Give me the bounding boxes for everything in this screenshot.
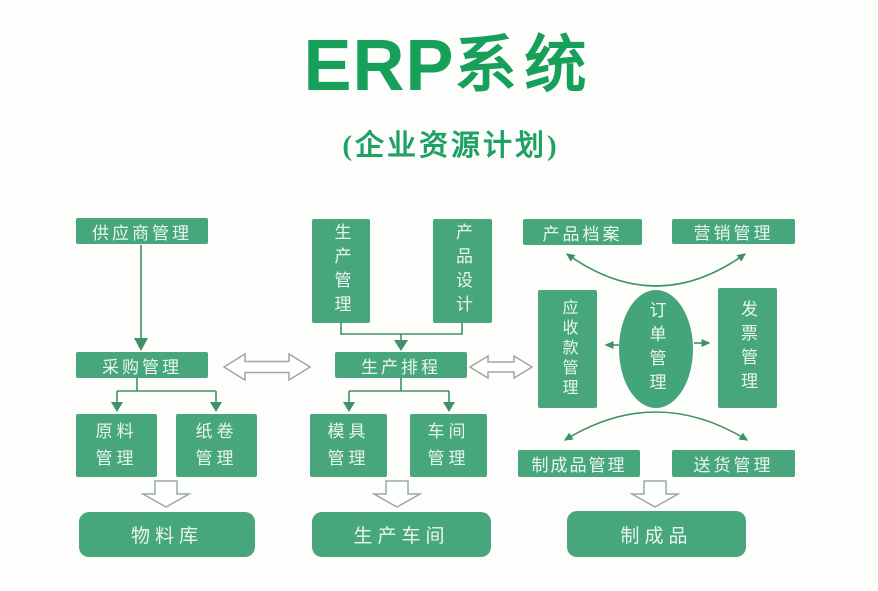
node-invoice-mgmt: 发票管理 <box>718 288 777 408</box>
arc-order-to-archive-and-marketing <box>565 253 747 287</box>
node-receivables-mgmt: 应收款管理 <box>538 290 597 408</box>
arc-order-to-finishedmgmt-and-delivery <box>563 411 749 441</box>
block-arrow-to-production-workshop <box>371 480 423 508</box>
node-order-mgmt: 订单管理 <box>619 290 693 408</box>
block-arrow-to-material-warehouse <box>140 480 192 508</box>
node-marketing-mgmt: 营销管理 <box>672 219 795 244</box>
title-erp: ERP <box>303 26 455 106</box>
node-raw-material-mgmt: 原料 管理 <box>76 414 157 477</box>
node-material-warehouse: 物料库 <box>79 512 255 557</box>
arrowhead-workshop <box>443 402 455 412</box>
paper-roll-line1: 纸卷 <box>195 422 238 442</box>
page-subtitle: (企业资源计划) <box>342 130 560 162</box>
node-delivery-mgmt: 送货管理 <box>672 450 795 477</box>
node-production-mgmt: 生产管理 <box>312 219 370 323</box>
node-finished-goods-mgmt: 制成品管理 <box>518 450 640 477</box>
paper-roll-line2: 管理 <box>195 448 238 468</box>
bracket-purchase-children <box>116 378 217 402</box>
block-arrow-to-finished-goods <box>629 480 681 508</box>
raw-material-line1: 原料 <box>95 422 138 442</box>
arrowhead-scheduling <box>394 340 408 351</box>
arrowhead-paper-roll <box>210 402 222 412</box>
arrowhead-purchase <box>134 338 148 351</box>
page-title: ERP系统 <box>10 30 878 102</box>
bracket-scheduling-children <box>348 378 450 402</box>
arrowhead-mold <box>343 402 355 412</box>
node-mold-mgmt: 模具 管理 <box>310 414 387 477</box>
title-system: 系统 <box>454 32 595 100</box>
node-product-design: 产品设计 <box>433 219 492 323</box>
double-arrow-purchase-scheduling <box>222 352 312 382</box>
node-purchase-mgmt: 采购管理 <box>76 352 208 378</box>
node-product-archive: 产品档案 <box>523 219 642 245</box>
node-paper-roll-mgmt: 纸卷 管理 <box>176 414 257 477</box>
node-finished-goods: 制成品 <box>567 511 746 557</box>
raw-material-line2: 管理 <box>95 448 138 468</box>
workshop-line1: 车间 <box>427 422 470 442</box>
workshop-line2: 管理 <box>427 448 470 468</box>
node-production-workshop: 生产车间 <box>312 512 491 557</box>
mold-line2: 管理 <box>327 448 370 468</box>
node-production-scheduling: 生产排程 <box>335 352 467 378</box>
arrowhead-raw-material <box>111 402 123 412</box>
node-supplier-mgmt: 供应商管理 <box>76 218 208 244</box>
bracket-to-scheduling <box>340 323 463 340</box>
double-arrow-scheduling-receivables <box>468 354 534 380</box>
mold-line1: 模具 <box>327 422 370 442</box>
node-workshop-mgmt: 车间 管理 <box>410 414 487 477</box>
